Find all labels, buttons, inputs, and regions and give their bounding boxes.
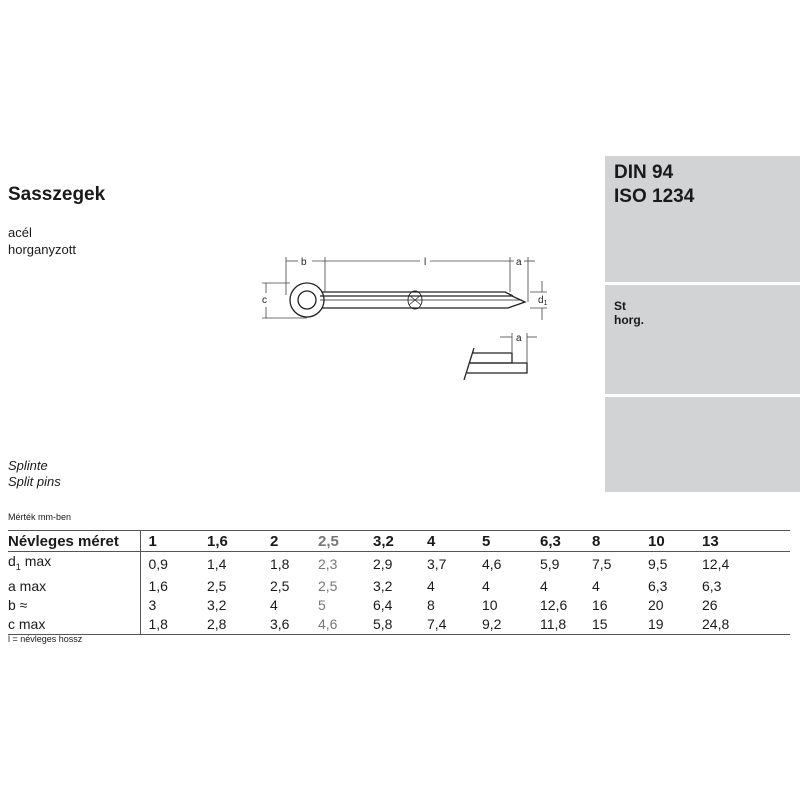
material-line: acél (8, 225, 32, 240)
table-cell: 3,7 (427, 555, 447, 572)
table-cell: 0,9 (148, 555, 168, 572)
unit-note: Mérték mm-ben (8, 512, 72, 522)
table-cell: 7,5 (592, 555, 612, 572)
header-size: 6,3 (532, 530, 584, 552)
material-code: St (614, 299, 626, 313)
dim-l-label: l (424, 257, 426, 268)
header-size: 1 (140, 530, 199, 552)
table-cell: 2,5 (270, 577, 290, 594)
header-size: 5 (474, 530, 532, 552)
table-cell: 26 (702, 596, 718, 613)
table-cell: 6,3 (702, 577, 722, 594)
dim-b-label: b (301, 257, 307, 268)
german-name: Splinte (8, 458, 48, 473)
table-cell: 5 (318, 596, 326, 613)
header-size: 2,5 (310, 530, 365, 552)
table-cell: 4 (592, 577, 600, 594)
english-name: Split pins (8, 474, 61, 489)
header-size: 8 (584, 530, 640, 552)
table-cell: 1,6 (148, 577, 168, 594)
table-row: b ≈ 3 3,2 4 5 6,4 8 10 12,6 16 20 26 (8, 595, 790, 615)
material-panel: St horg. (605, 285, 800, 394)
table-cell: 3,2 (207, 596, 227, 613)
header-size: 13 (694, 530, 790, 552)
row-label-sub: 1 (15, 561, 21, 572)
table-cell: 2,3 (318, 555, 338, 572)
table-cell: 24,8 (694, 614, 790, 635)
table-cell: 4 (270, 596, 278, 613)
row-label: c max (8, 614, 141, 635)
dim-c-label: c (262, 295, 267, 306)
table-cell: 2,8 (199, 614, 262, 635)
page-title: Sasszegek (8, 184, 106, 205)
table-row: a max 1,6 2,5 2,5 2,5 3,2 4 4 4 4 6,3 6,3 (8, 576, 790, 596)
table-cell: 4 (427, 577, 435, 594)
table-cell: 1,8 (270, 555, 290, 572)
table-cell: 3,6 (262, 614, 310, 635)
table-cell: 9,2 (474, 614, 532, 635)
finish-line: horganyzott (8, 242, 76, 257)
table-cell: 2,5 (207, 577, 227, 594)
table-cell: 4 (540, 577, 548, 594)
table-cell: 10 (482, 596, 498, 613)
header-size: 4 (419, 530, 474, 552)
table-cell: 1,8 (140, 614, 199, 635)
finish-code: horg. (614, 313, 644, 327)
table-cell: 6,4 (373, 596, 393, 613)
empty-panel (605, 397, 800, 492)
table-cell: 11,8 (532, 614, 584, 635)
table-cell: 12,6 (540, 596, 568, 613)
table-cell: 8 (427, 596, 435, 613)
row-label-text: d (8, 553, 16, 569)
dim-a-detail-label: a (516, 333, 522, 344)
table-cell: 4,6 (482, 555, 502, 572)
row-label: b ≈ (8, 595, 141, 615)
standards-panel: DIN 94 ISO 1234 (605, 156, 800, 282)
footnote: l = névleges hossz (8, 634, 83, 644)
table-cell: 9,5 (648, 555, 668, 572)
table-row: d1 max 0,9 1,4 1,8 2,3 2,9 3,7 4,6 5,9 7,5 9,5 12,4 (8, 551, 790, 577)
table-cell: 4,6 (310, 614, 365, 635)
tip-detail (463, 347, 528, 380)
dim-d1-label: d1 (538, 295, 548, 307)
table-cell: 2,9 (373, 555, 393, 572)
din-standard: DIN 94 (614, 162, 674, 183)
table-cell: 6,3 (648, 577, 668, 594)
table-cell: 5,8 (365, 614, 419, 635)
row-label-suffix: max (20, 553, 52, 569)
table-cell: 19 (640, 614, 694, 635)
header-size: 1,6 (199, 530, 262, 552)
table-cell: 16 (592, 596, 608, 613)
table-cell: 3,2 (373, 577, 393, 594)
header-size: 2 (262, 530, 310, 552)
table-cell: 15 (584, 614, 640, 635)
row-label: a max (8, 576, 141, 596)
split-pin-drawing: b l a c d1 a (262, 257, 548, 380)
header-label: Névleges méret (8, 530, 141, 552)
table-cell: 20 (648, 596, 664, 613)
table-cell: 7,4 (419, 614, 474, 635)
header-size: 10 (640, 530, 694, 552)
iso-standard: ISO 1234 (614, 186, 695, 207)
table-cell: 3 (148, 596, 157, 613)
table-cell: 4 (482, 577, 490, 594)
table-cell: 1,4 (207, 555, 227, 572)
table-cell: 12,4 (702, 555, 730, 572)
row-label: d1 max (8, 551, 141, 577)
table-cell: 5,9 (540, 555, 560, 572)
header-size: 3,2 (365, 530, 419, 552)
table-cell: 2,5 (318, 577, 338, 594)
dim-a-label: a (516, 257, 522, 268)
